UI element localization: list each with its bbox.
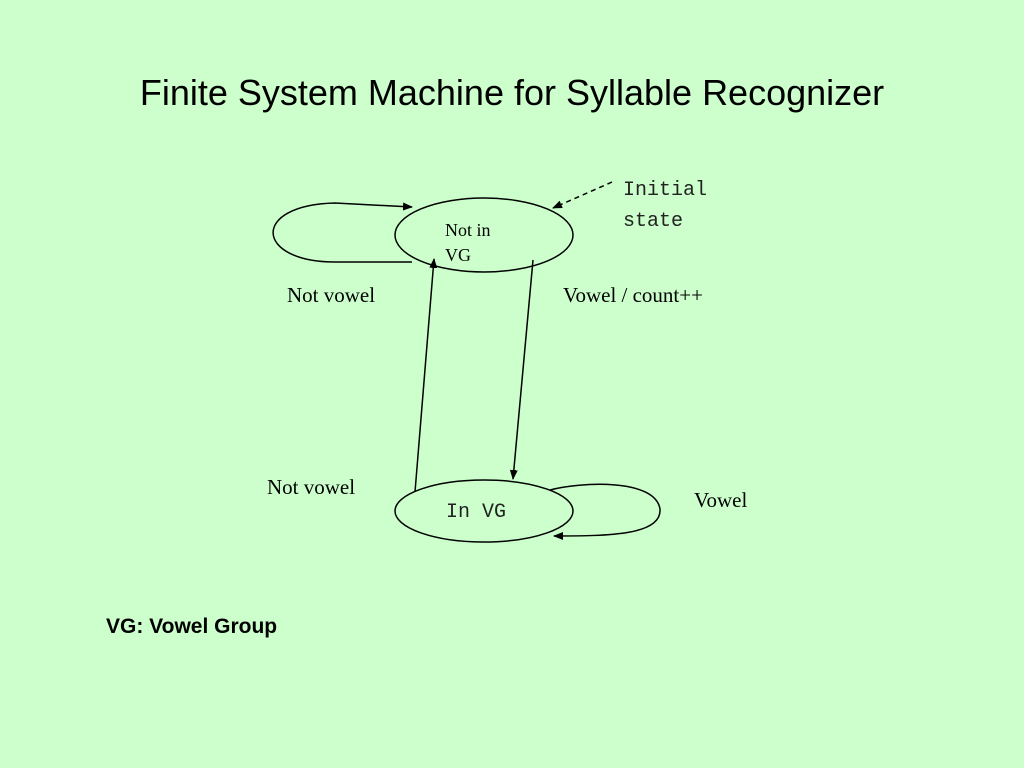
footnote: VG: Vowel Group — [106, 615, 278, 638]
state-not-in-vg-label: Not in VG — [445, 218, 491, 268]
state-not-in-vg-line2: VG — [445, 245, 471, 265]
slide-title: Finite System Machine for Syllable Recog… — [139, 72, 885, 113]
label-self-in-vg: Vowel — [694, 488, 748, 512]
state-in-vg — [394, 479, 574, 543]
self-loop-in-vg — [549, 483, 661, 540]
label-to-not-in-vg: Not vowel — [267, 475, 356, 499]
initial-state-note-line1: Initial — [623, 179, 708, 202]
transition-to-in-vg — [509, 259, 534, 480]
self-loop-not-in-vg — [272, 202, 413, 263]
initial-state-arrow — [552, 181, 613, 209]
state-not-in-vg — [394, 197, 574, 273]
transition-to-not-in-vg — [414, 258, 438, 493]
label-to-in-vg: Vowel / count++ — [563, 283, 703, 307]
state-not-in-vg-line1: Not in — [445, 220, 491, 240]
initial-state-note-line2: state — [623, 210, 684, 233]
label-self-not-in-vg: Not vowel — [287, 283, 376, 307]
state-in-vg-label: In VG — [446, 501, 507, 524]
